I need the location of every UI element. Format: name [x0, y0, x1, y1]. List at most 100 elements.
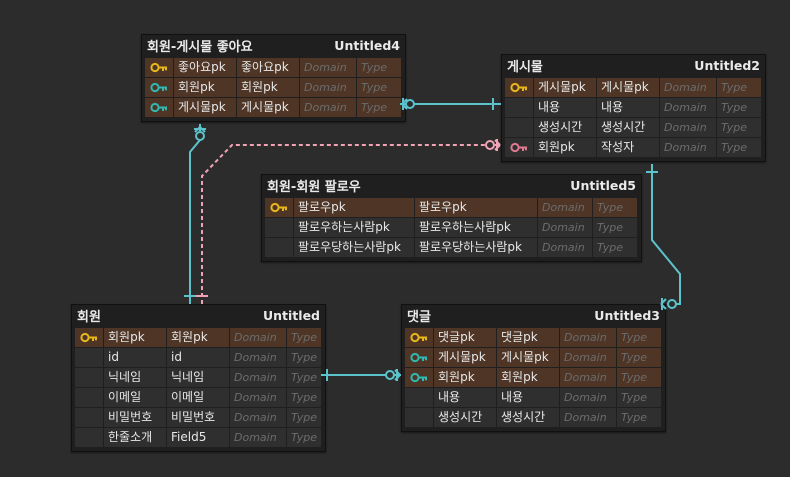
domain-cell[interactable]: Domain — [660, 138, 716, 157]
domain-cell[interactable]: Domain — [560, 348, 616, 367]
domain-cell[interactable]: Domain — [560, 388, 616, 407]
physical-name-cell[interactable]: 게시물pk — [237, 98, 299, 117]
physical-name-cell[interactable]: 팔로우pk — [415, 198, 537, 217]
type-cell[interactable]: Type — [357, 58, 401, 77]
logical-name-cell[interactable]: 비밀번호 — [104, 408, 166, 427]
type-cell[interactable]: Type — [617, 368, 661, 387]
physical-name-cell[interactable]: id — [167, 348, 229, 367]
logical-name-cell[interactable]: 이메일 — [104, 388, 166, 407]
domain-cell[interactable]: Domain — [538, 198, 592, 217]
physical-name-cell[interactable]: Field5 — [167, 428, 229, 447]
domain-cell[interactable]: Domain — [538, 218, 592, 237]
type-cell[interactable]: Type — [593, 218, 637, 237]
physical-name-cell[interactable]: 내용 — [597, 98, 659, 117]
physical-name-cell[interactable]: 닉네임 — [167, 368, 229, 387]
type-cell[interactable]: Type — [287, 388, 321, 407]
physical-name-cell[interactable]: 작성자 — [597, 138, 659, 157]
physical-name-cell[interactable]: 댓글pk — [497, 328, 559, 347]
physical-name-cell[interactable]: 회원pk — [497, 368, 559, 387]
physical-name-cell[interactable]: 팔로우당하는사람pk — [415, 238, 537, 257]
logical-name-cell[interactable]: 좋아요pk — [174, 58, 236, 77]
logical-name-cell[interactable]: 게시물pk — [174, 98, 236, 117]
logical-name-cell[interactable]: 팔로우당하는사람pk — [294, 238, 414, 257]
physical-name-cell[interactable]: 게시물pk — [497, 348, 559, 367]
logical-name-cell[interactable]: 게시물pk — [534, 78, 596, 97]
type-cell[interactable]: Type — [617, 388, 661, 407]
type-cell[interactable]: Type — [717, 98, 761, 117]
logical-name-cell[interactable]: 한줄소개 — [104, 428, 166, 447]
type-cell[interactable]: Type — [357, 98, 401, 117]
domain-cell[interactable]: Domain — [660, 118, 716, 137]
logical-name-cell[interactable]: 회원pk — [534, 138, 596, 157]
domain-cell[interactable]: Domain — [300, 78, 356, 97]
domain-cell[interactable]: Domain — [660, 98, 716, 117]
domain-cell[interactable]: Domain — [230, 408, 286, 427]
type-cell[interactable]: Type — [617, 408, 661, 427]
domain-cell[interactable]: Domain — [560, 408, 616, 427]
domain-cell[interactable]: Domain — [560, 368, 616, 387]
logical-name-cell[interactable]: 회원pk — [434, 368, 496, 387]
domain-cell[interactable]: Domain — [230, 368, 286, 387]
logical-name-cell[interactable]: 회원pk — [104, 328, 166, 347]
physical-name-cell[interactable]: 내용 — [497, 388, 559, 407]
logical-name-cell[interactable]: 내용 — [534, 98, 596, 117]
type-cell[interactable]: Type — [287, 328, 321, 347]
type-cell[interactable]: Type — [617, 328, 661, 347]
type-cell[interactable]: Type — [593, 198, 637, 217]
type-cell[interactable]: Type — [357, 78, 401, 97]
physical-name-cell[interactable]: 생성시간 — [497, 408, 559, 427]
physical-name-cell[interactable]: 게시물pk — [597, 78, 659, 97]
type-cell[interactable]: Type — [287, 408, 321, 427]
logical-name-cell[interactable]: 내용 — [434, 388, 496, 407]
logical-name-cell[interactable]: 닉네임 — [104, 368, 166, 387]
domain-cell[interactable]: Domain — [300, 58, 356, 77]
type-cell[interactable]: Type — [287, 368, 321, 387]
logical-name-cell[interactable]: 생성시간 — [534, 118, 596, 137]
domain-cell[interactable]: Domain — [560, 328, 616, 347]
logical-name-cell[interactable]: 생성시간 — [434, 408, 496, 427]
domain-cell[interactable]: Domain — [230, 428, 286, 447]
type-cell[interactable]: Type — [717, 78, 761, 97]
type-cell[interactable]: Type — [617, 348, 661, 367]
domain-cell[interactable]: Domain — [230, 388, 286, 407]
logical-name-cell[interactable]: 회원pk — [174, 78, 236, 97]
physical-name-cell[interactable]: 회원pk — [237, 78, 299, 97]
physical-name-cell[interactable]: 회원pk — [167, 328, 229, 347]
domain-cell[interactable]: Domain — [300, 98, 356, 117]
domain-cell[interactable]: Domain — [538, 238, 592, 257]
type-cell[interactable]: Type — [717, 118, 761, 137]
logical-name-cell[interactable]: 팔로우pk — [294, 198, 414, 217]
domain-cell[interactable]: Domain — [230, 328, 286, 347]
domain-cell[interactable]: Domain — [660, 78, 716, 97]
logical-name-cell[interactable]: 팔로우하는사람pk — [294, 218, 414, 237]
physical-name-cell[interactable]: 이메일 — [167, 388, 229, 407]
physical-name-cell[interactable]: 좋아요pk — [237, 58, 299, 77]
logical-name-cell[interactable]: id — [104, 348, 166, 367]
physical-name-cell[interactable]: 팔로우하는사람pk — [415, 218, 537, 237]
